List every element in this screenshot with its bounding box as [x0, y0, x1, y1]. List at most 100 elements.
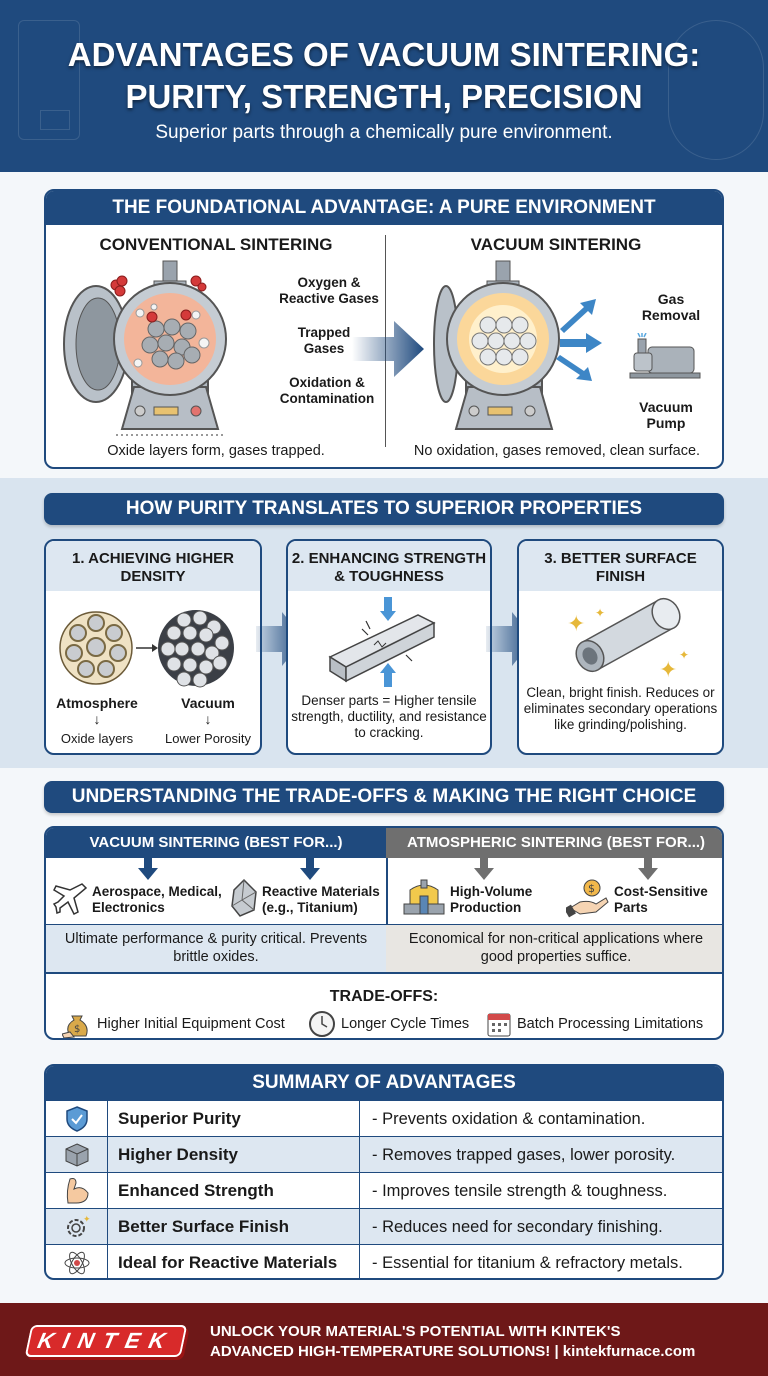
summary-name: Enhanced Strength [108, 1173, 360, 1208]
conventional-caption: Oxide layers form, gases trapped. [107, 443, 325, 459]
svg-text:$: $ [74, 1024, 80, 1035]
summary-table: SUMMARY OF ADVANTAGES Superior Purity - … [44, 1064, 724, 1280]
factory-icon [403, 879, 445, 915]
svg-text:$: $ [588, 882, 595, 895]
title-line-1: ADVANTAGES OF VACUUM SINTERING: [67, 36, 701, 73]
step-title: 3. BETTER SURFACE FINISH [519, 541, 722, 591]
conventional-furnace-illustration [63, 260, 227, 436]
summary-row: ✦ Better Surface Finish - Reduces need f… [46, 1208, 722, 1244]
step-strength-toughness: 2. ENHANCING STRENGTH & TOUGHNESS Denser… [286, 539, 492, 755]
coin-hand-icon: $ [566, 879, 609, 918]
atmospheric-item-high-volume: High-Volume Production [450, 884, 533, 915]
tradeoff-equipment-cost: $ Higher Initial Equipment Cost [62, 1010, 285, 1038]
svg-text:✦: ✦ [659, 658, 677, 683]
foundation-title: THE FOUNDATIONAL ADVANTAGE: A PURE ENVIR… [46, 191, 722, 225]
clock-icon [309, 1011, 335, 1037]
down-arrow-icon [474, 858, 494, 880]
tradeoffs-subtitle: TRADE-OFFS: [329, 988, 439, 1005]
tradeoff-label: Higher Initial Equipment Cost [97, 1016, 285, 1032]
atmospheric-item-cost-sensitive: Cost-Sensitive Parts [614, 884, 708, 915]
svg-text:✦: ✦ [595, 606, 605, 620]
footer: KINTEK UNLOCK YOUR MATERIAL'S POTENTIAL … [0, 1303, 768, 1376]
label-vacuum-pump: Vacuum Pump [639, 399, 693, 431]
crystal-icon [231, 878, 257, 917]
summary-name: Ideal for Reactive Materials [108, 1245, 360, 1278]
footer-line-1: UNLOCK YOUR MATERIAL'S POTENTIAL WITH KI… [210, 1323, 621, 1340]
label-gas-removal: Gas Removal [641, 291, 701, 323]
logo-text: KINTEK [35, 1328, 177, 1353]
choice-card: VACUUM SINTERING (BEST FOR...) ATMOSPHER… [44, 826, 724, 1040]
cube-icon [65, 1142, 88, 1167]
atom-icon [64, 1251, 89, 1274]
summary-title: SUMMARY OF ADVANTAGES [46, 1066, 722, 1100]
summary-desc: - Removes trapped gases, lower porosity. [372, 1146, 676, 1164]
flexed-arm-icon [66, 1177, 89, 1203]
metal-bar-stress-illustration [328, 597, 436, 687]
row-divider [46, 972, 722, 974]
atmospheric-description: Economical for non-critical applications… [408, 931, 704, 965]
shield-check-icon [65, 1105, 88, 1132]
density-comparison-illustration [59, 610, 234, 688]
step-title: 1. ACHIEVING HIGHER DENSITY [46, 541, 260, 591]
atmosphere-label: Atmosphere [56, 695, 138, 711]
summary-name: Superior Purity [108, 1101, 360, 1136]
furnace-outline-decoration [668, 20, 764, 160]
svg-text:✦: ✦ [83, 1215, 91, 1225]
step-higher-density: 1. ACHIEVING HIGHER DENSITY Atmosphere ↓… [44, 539, 262, 755]
summary-name: Better Surface Finish [108, 1209, 360, 1244]
vacuum-item-aerospace: Aerospace, Medical, Electronics [92, 884, 222, 915]
column-divider [386, 858, 388, 972]
footer-cta: UNLOCK YOUR MATERIAL'S POTENTIAL WITH KI… [210, 1322, 695, 1362]
furnace-outline-decoration [40, 110, 70, 130]
foundation-card: THE FOUNDATIONAL ADVANTAGE: A PURE ENVIR… [44, 189, 724, 469]
down-arrow-icon: ↓ [93, 711, 101, 727]
svg-text:✦: ✦ [679, 648, 689, 662]
label-oxidation-contamination: Oxidation & Contamination [279, 375, 375, 406]
vacuum-caption: No oxidation, gases removed, clean surfa… [413, 443, 701, 459]
title-line-2: PURITY, STRENGTH, PRECISION [125, 78, 643, 115]
vacuum-item-reactive-materials: Reactive Materials (e.g., Titanium) [262, 884, 380, 915]
properties-title: HOW PURITY TRANSLATES TO SUPERIOR PROPER… [44, 493, 724, 525]
kintek-logo[interactable]: KINTEK [24, 1325, 188, 1357]
page-subtitle: Superior parts through a chemically pure… [155, 122, 613, 143]
vacuum-label: Vacuum [181, 695, 235, 711]
vacuum-heading: VACUUM SINTERING [470, 235, 642, 254]
airplane-icon [52, 883, 88, 916]
polished-tube-illustration: ✦ ✦ ✦ ✦ [567, 597, 689, 683]
transition-arrow-icon [352, 321, 424, 377]
summary-desc: - Improves tensile strength & toughness. [372, 1182, 668, 1200]
summary-desc: - Reduces need for secondary finishing. [372, 1218, 663, 1236]
summary-row: Higher Density - Removes trapped gases, … [46, 1136, 722, 1172]
header: ADVANTAGES OF VACUUM SINTERING: PURITY, … [0, 0, 768, 172]
down-arrow-icon [300, 858, 320, 880]
page-title: ADVANTAGES OF VACUUM SINTERING: PURITY, … [0, 34, 768, 118]
step-surface-finish: 3. BETTER SURFACE FINISH ✦ ✦ ✦ ✦ Clean, … [517, 539, 724, 755]
summary-row: Superior Purity - Prevents oxidation & c… [46, 1100, 722, 1136]
vacuum-result: Lower Porosity [165, 731, 251, 746]
atmospheric-description-bg [386, 924, 722, 972]
footer-line-2[interactable]: ADVANCED HIGH-TEMPERATURE SOLUTIONS! | k… [210, 1343, 696, 1360]
furnace-outline-decoration [18, 20, 80, 140]
step-description: Clean, bright finish. Reduces or elimina… [523, 685, 718, 732]
atmosphere-result: Oxide layers [60, 731, 134, 746]
summary-name: Higher Density [108, 1137, 360, 1172]
calendar-icon [487, 1013, 511, 1037]
down-arrow-icon [138, 858, 158, 880]
vacuum-description-bg [46, 924, 386, 972]
atmospheric-best-for-heading: ATMOSPHERIC SINTERING (BEST FOR...) [386, 828, 722, 858]
svg-text:✦: ✦ [567, 612, 585, 637]
down-arrow-icon [638, 858, 658, 880]
tradeoffs-title: UNDERSTANDING THE TRADE-OFFS & MAKING TH… [44, 781, 724, 813]
tradeoff-cycle-times: Longer Cycle Times [308, 1010, 469, 1038]
vacuum-pump-icon [629, 333, 701, 379]
vacuum-best-for-heading: VACUUM SINTERING (BEST FOR...) [46, 828, 386, 858]
gear-sparkle-icon: ✦ [66, 1215, 91, 1237]
label-oxygen-reactive-gases: Oxygen & Reactive Gases [279, 275, 379, 306]
tradeoff-batch-processing: Batch Processing Limitations [486, 1010, 703, 1038]
summary-desc: - Prevents oxidation & contamination. [372, 1110, 646, 1128]
tradeoff-label: Batch Processing Limitations [517, 1016, 704, 1032]
conventional-heading: CONVENTIONAL SINTERING [99, 235, 333, 254]
label-trapped-gases: Trapped Gases [297, 325, 351, 356]
summary-row: Ideal for Reactive Materials - Essential… [46, 1244, 722, 1278]
summary-desc: - Essential for titanium & refractory me… [372, 1254, 683, 1272]
